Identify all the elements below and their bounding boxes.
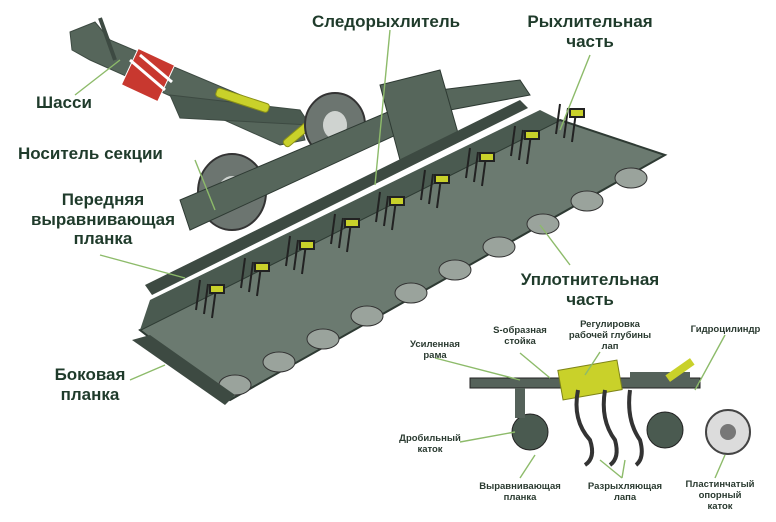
chassis-drawbar [69, 17, 311, 146]
tine-group [510, 125, 540, 165]
tine [338, 217, 344, 249]
label-loosening-part: Рыхлительная часть [515, 12, 665, 51]
label-side-plank-l2: планка [60, 384, 120, 404]
tine [330, 213, 336, 245]
roller [614, 167, 648, 189]
label-section-carrier: Носитель секции [18, 144, 163, 163]
label-loosening-tine: Разрыхляющая лапа [580, 481, 670, 504]
depth-adjuster [389, 196, 405, 206]
label-plate-support-roller-l2: опорный [698, 489, 742, 501]
depth-adjuster [569, 108, 585, 118]
depth-adjuster [254, 262, 270, 272]
tine-group [555, 103, 585, 143]
depth-adjuster [434, 174, 450, 184]
label-side-plank-l1: Боковая [54, 365, 126, 384]
tine [465, 147, 471, 179]
label-chassis: Шасси [36, 93, 92, 112]
tine [285, 235, 291, 267]
center-frame [179, 69, 531, 231]
depth-adjuster [479, 152, 495, 162]
tine-group [465, 147, 495, 187]
roller [438, 259, 472, 281]
label-loosening-part-l2: часть [566, 31, 614, 51]
tine [428, 173, 434, 205]
label-leveling-plank: Выравнивающая планка [470, 481, 570, 504]
roller [306, 328, 340, 350]
depth-adjuster [209, 284, 225, 294]
tine [240, 257, 246, 289]
tine [203, 283, 209, 315]
leader-lines [74, 29, 726, 479]
tine [473, 151, 479, 183]
label-track-loosener: Следорыхлитель [312, 12, 461, 31]
roller [350, 305, 384, 327]
tine-group [330, 213, 360, 253]
label-side-plank: Боковая планка [40, 365, 140, 404]
label-s-shaped-tine-l1: S-образная [493, 325, 547, 336]
label-loosening-tine-l1: Разрыхляющая [587, 481, 663, 492]
label-front-leveling-plank: Передняя выравнивающая планка [18, 190, 188, 249]
tine [375, 191, 381, 223]
label-depth-adjustment-l3: лап [601, 340, 619, 352]
label-front-leveling-plank-l1: Передняя [61, 190, 145, 209]
tine [555, 103, 561, 135]
roller [526, 213, 560, 235]
label-packing-part: Уплотнительная часть [505, 270, 675, 309]
label-front-leveling-plank-l3: планка [73, 229, 133, 249]
label-s-shaped-tine: S-образная стойка [485, 325, 555, 348]
tine [383, 195, 389, 227]
tine-rows [195, 103, 585, 319]
label-crumbler-roller-l2: каток [417, 443, 443, 455]
section-detail-drawing [469, 358, 751, 467]
label-reinforced-frame: Усиленная рама [400, 339, 470, 362]
label-hydraulic-cylinder: Гидроцилиндр [690, 324, 761, 335]
label-packing-part-l1: Уплотнительная [520, 270, 660, 289]
label-leveling-plank-l2: планка [503, 491, 537, 503]
roller [394, 282, 428, 304]
tine-group [420, 169, 450, 209]
tine [293, 239, 299, 271]
tine [248, 261, 254, 293]
label-plate-support-roller: Пластинчатый опорный каток [675, 479, 765, 513]
label-loosening-tine-l2: лапа [613, 491, 637, 503]
tine [510, 125, 516, 157]
label-plate-support-roller-l3: каток [707, 500, 733, 512]
depth-adjuster [299, 240, 315, 250]
tine-group [240, 257, 270, 297]
tine [420, 169, 426, 201]
roller [570, 190, 604, 212]
label-reinforced-frame-l2: рама [423, 349, 447, 361]
side-plank [132, 335, 235, 405]
roller [482, 236, 516, 258]
tine-group [375, 191, 405, 231]
label-depth-adjustment-l2: рабочей глубины [568, 329, 652, 341]
label-leveling-plank-l1: Выравнивающая [479, 481, 561, 492]
tine [518, 129, 524, 161]
tine-group [285, 235, 315, 275]
label-s-shaped-tine-l2: стойка [504, 335, 536, 347]
depth-adjuster [344, 218, 360, 228]
label-loosening-part-l1: Рыхлительная [527, 12, 653, 31]
label-crumbler-roller: Дробильный каток [395, 433, 465, 456]
label-depth-adjustment-l1: Регулировка [580, 319, 640, 330]
roller [262, 351, 296, 373]
label-plate-support-roller-l1: Пластинчатый [685, 479, 755, 490]
label-front-leveling-plank-l2: выравнивающая [30, 209, 176, 229]
tine [195, 279, 201, 311]
depth-adjuster [524, 130, 540, 140]
front-leveling-plank [145, 100, 528, 295]
label-packing-part-l2: часть [566, 289, 614, 309]
tine-group [195, 279, 225, 319]
label-depth-adjustment: Регулировка рабочей глубины лап [560, 319, 660, 353]
label-crumbler-roller-l1: Дробильный [399, 433, 461, 444]
label-reinforced-frame-l1: Усиленная [410, 339, 460, 350]
